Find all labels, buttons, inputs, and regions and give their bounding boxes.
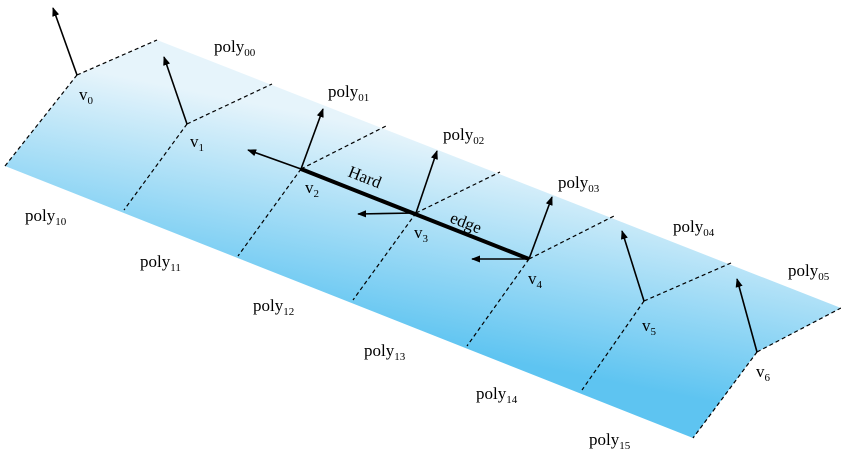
normal-arrow-v1 <box>163 56 188 125</box>
poly-label-04: poly04 <box>673 217 715 239</box>
vertex-label-v5: v5 <box>642 316 657 338</box>
mesh-edge-v1-down <box>123 123 188 211</box>
boundary-edge-left-lower <box>4 74 78 167</box>
mesh-edge-v3-down <box>352 212 417 301</box>
mesh-edge-v2-up <box>300 125 387 170</box>
normal-arrow-poly12 <box>357 210 417 218</box>
poly-label-11: poly11 <box>140 252 181 274</box>
poly-label-14: poly14 <box>476 384 518 406</box>
mesh-edge-v4-down <box>466 258 530 347</box>
normal-arrow-poly03 <box>528 196 553 260</box>
mesh-edge-v0-v1 <box>186 83 273 125</box>
vertex-label-v2: v2 <box>305 178 319 200</box>
poly-label-13: poly13 <box>364 341 406 363</box>
vertex-label-v3: v3 <box>414 223 429 245</box>
mesh-edge-v6-down <box>692 351 758 439</box>
mesh-edge-v2-down <box>237 168 302 257</box>
poly-label-00: poly00 <box>214 37 256 59</box>
poly-label-10: poly10 <box>25 206 67 228</box>
mesh-edge-v3-up <box>415 171 501 214</box>
vertex-label-v4: v4 <box>528 269 543 291</box>
normal-arrow-v0 <box>52 7 78 76</box>
normal-arrow-v5 <box>620 230 645 302</box>
boundary-edge-left-upper <box>76 39 158 76</box>
normal-arrow-poly11 <box>247 149 302 170</box>
vertex-label-v0: v0 <box>79 85 94 107</box>
poly-label-12: poly12 <box>253 296 294 318</box>
normal-arrow-poly01 <box>300 108 324 170</box>
normal-arrow-v6 <box>735 278 758 353</box>
vertex-label-v6: v6 <box>756 362 771 384</box>
mesh-edge-v5-up <box>643 262 732 302</box>
normal-arrow-poly02 <box>415 150 438 214</box>
hard-edge <box>300 167 530 261</box>
poly-label-05: poly05 <box>788 261 830 283</box>
mesh-edge-v4-up <box>528 215 615 260</box>
mesh-edge-v6-up <box>756 307 841 353</box>
poly-label-02: poly02 <box>443 125 484 147</box>
mesh-surface <box>5 40 841 438</box>
poly-label-15: poly15 <box>589 430 631 452</box>
poly-label-01: poly01 <box>328 82 369 104</box>
vertex-label-v1: v1 <box>190 132 204 154</box>
poly-label-03: poly03 <box>558 173 600 195</box>
